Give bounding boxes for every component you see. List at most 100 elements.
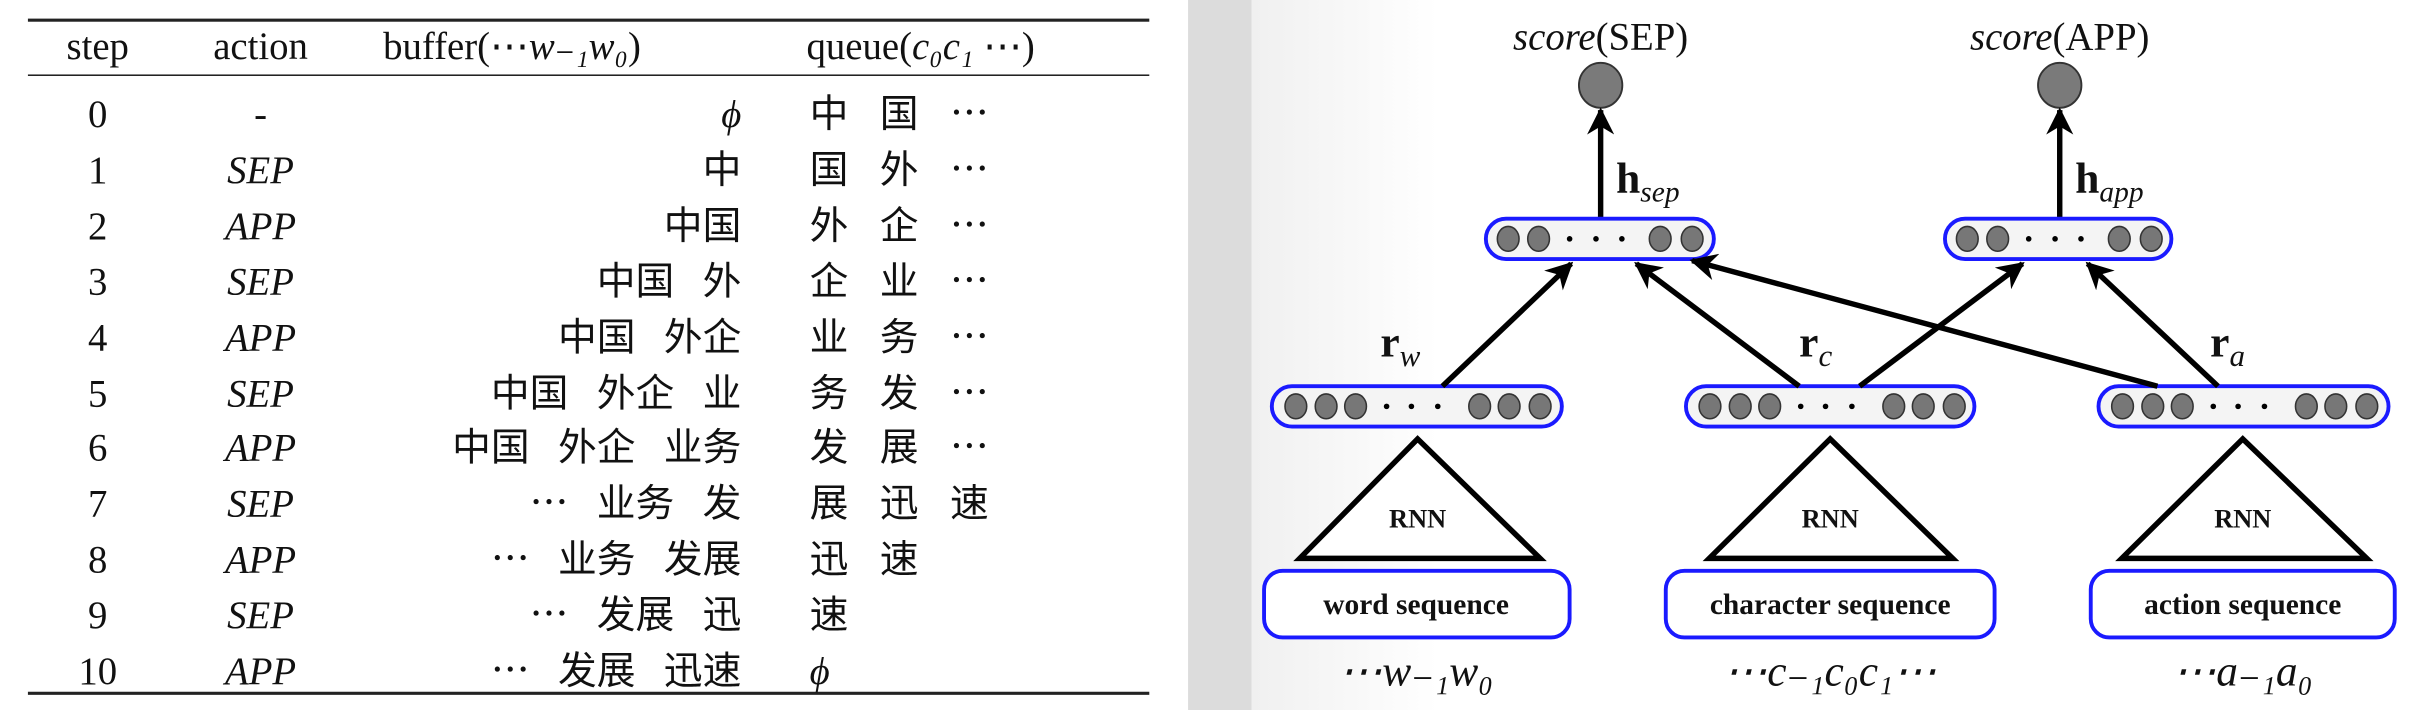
cell-queue: 发 展 ⋯ [809,428,989,471]
hsep-layer [1483,216,1716,261]
layer-box [1483,216,1716,261]
word-rnn-triangle [1293,435,1547,562]
cell-queue: 企 业 ⋯ [809,261,989,304]
header-buffer-math: w₋₁w₀ [528,26,628,69]
neuron [1496,225,1520,253]
cell-buffer: 中国 外企 业务 [452,428,742,471]
layer-box [1683,384,1977,429]
cell-step: 0 [88,94,108,137]
ellipsis-dot [1849,403,1855,410]
ellipsis-dot [2025,236,2032,242]
ellipsis-dot [1408,403,1415,410]
cell-action: SEP [227,484,294,527]
cell-buffer: 中 [702,150,742,193]
rw-label: rw [1380,319,1420,373]
cell-queue: 速 [809,595,849,638]
neuron [2170,393,2194,420]
character-sequence-box [1663,568,1997,640]
ellipsis-dot [1822,403,1829,410]
cell-step: 1 [88,150,108,193]
cell-buffer: ⋯ 业务 发展 [490,540,742,582]
cell-buffer: ϕ [721,94,742,137]
cell-queue: 迅 速 [809,540,919,582]
ra-to-happ-arrow [2085,261,2220,389]
char-repr-layer [1683,384,1977,429]
rw-to-hsep-arrow [1440,261,1574,389]
cell-queue: ϕ [809,651,830,694]
ellipsis-dot [2235,403,2241,410]
word-sequence-box [1262,568,1572,640]
cell-queue: 务 发 ⋯ [809,373,989,415]
action-repr-layer [2096,384,2391,429]
cell-action: - [254,94,268,137]
cell-step: 5 [88,373,108,415]
cell-buffer: 中国 外 [596,261,742,304]
page-divider [1188,0,1252,710]
cell-queue: 国 外 ⋯ [809,150,989,193]
header-buffer-suffix: ) [627,26,641,69]
cell-step: 7 [88,484,108,527]
neuron [1680,225,1704,253]
cell-queue: 外 企 ⋯ [809,205,989,248]
neuron [1648,225,1672,253]
happ-layer [1943,216,2174,261]
layer-box [2096,384,2391,429]
neuron [1882,393,1906,420]
cell-queue: 中 国 ⋯ [809,94,989,137]
rc-to-hsep-arrow [1634,261,1801,389]
ellipsis-dot [1619,236,1625,242]
cell-action: APP [225,651,297,694]
neuron [1343,393,1368,420]
rc-label: rc [1799,319,1832,373]
header-buffer-prefix: buffer(⋯ [383,26,529,69]
neuron [2141,393,2165,420]
cell-buffer: ⋯ 业务 发 [529,484,742,527]
character-sequence-math: ⋯c₋₁c₀c₁⋯ [1724,648,1937,696]
ra-to-hsep-arrow [1689,253,2159,389]
header-queue-prefix: queue( [806,26,913,69]
h-sep-label: hsep [1616,154,1679,208]
bottom-rule [27,691,1150,695]
neuron [1526,225,1551,253]
neuron [1911,393,1935,420]
cell-action: APP [225,540,297,582]
layer-box [1269,384,1564,429]
word-sequence-label: word sequence [1323,589,1509,621]
character-sequence-label: character sequence [1710,589,1951,621]
cell-action: APP [225,428,297,471]
word-repr-layer [1269,384,1564,429]
header-action: action [213,26,308,69]
cell-buffer: 中国 外企 业 [490,373,742,415]
ellipsis-dot [1797,403,1804,410]
ellipsis-dot [2261,403,2268,410]
header-queue-suffix: ⋯) [973,26,1035,69]
cell-action: SEP [227,150,294,193]
score-sep-node [1577,61,1624,109]
action-sequence-label: action sequence [2144,589,2341,621]
rc-to-happ-arrow [1858,261,2025,389]
score-sep-label: score(SEP) [1513,16,1688,59]
neuron [1528,393,1552,420]
neuron [1758,393,1782,420]
ellipsis-dot [2078,236,2084,242]
cell-buffer: ⋯ 发展 迅 [529,595,742,638]
cell-buffer: ⋯ 发展 迅速 [490,651,742,694]
char-rnn-label: RNN [1802,504,1859,533]
neuron [2355,393,2379,420]
cell-queue: 展 迅 速 [809,484,989,527]
cell-step: 4 [88,317,108,360]
top-rule [27,18,1150,22]
action-rnn-triangle [2115,435,2374,562]
header-queue-math: c₀c₁ [912,26,974,69]
score-app-label: score(APP) [1970,16,2149,59]
header-buffer: buffer(⋯w₋₁w₀) [383,28,641,67]
cell-step: 2 [88,205,108,248]
ra-label: ra [2210,319,2245,373]
cell-step: 9 [88,595,108,638]
header-step: step [66,26,129,69]
cell-action: APP [225,317,297,360]
neuron [1728,393,1752,420]
cell-buffer: 中国 [663,205,742,248]
